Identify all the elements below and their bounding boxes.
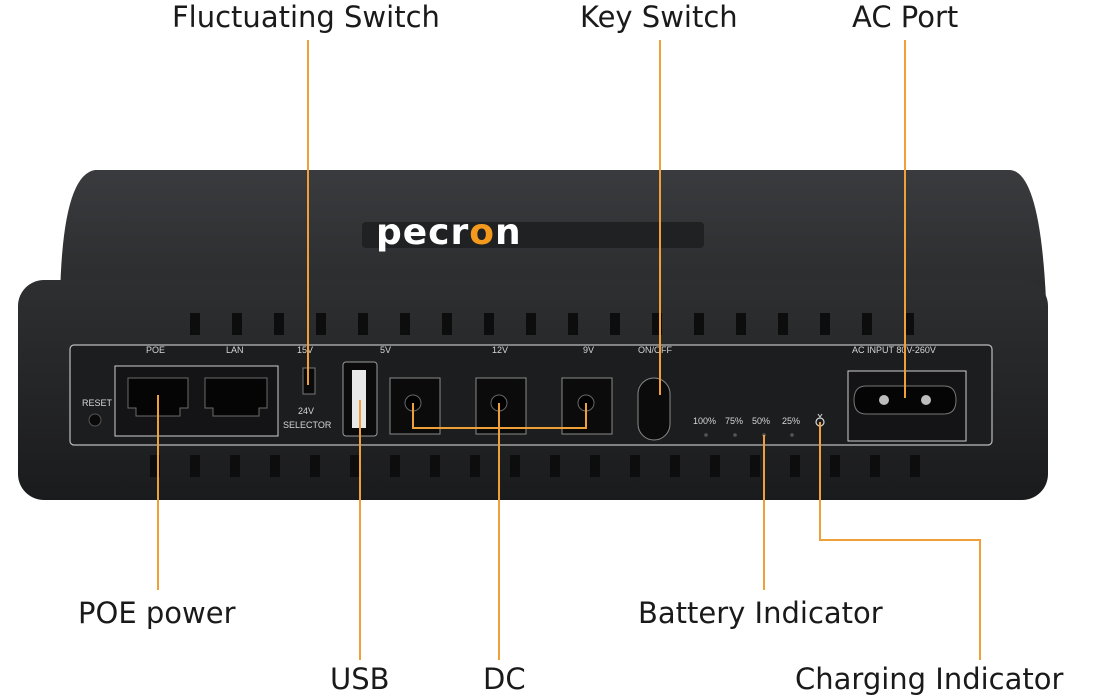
label-selector: SELECTOR (283, 420, 332, 430)
usb-port-tongue (352, 370, 366, 428)
ac-port[interactable] (853, 385, 957, 415)
lan-port[interactable] (204, 377, 268, 417)
battery-led-25 (790, 433, 794, 437)
callout-ac-port: AC Port (852, 0, 959, 34)
label-5v: 5V (380, 345, 391, 355)
ac-pin-right (921, 395, 931, 405)
label-poe: POE (146, 345, 165, 355)
brand-logo: pecron (376, 212, 522, 253)
callout-poe-power: POE power (78, 596, 236, 630)
callout-dc: DC (483, 662, 526, 696)
label-12v: 12V (492, 345, 508, 355)
callout-battery-indicator: Battery Indicator (638, 596, 883, 630)
brand-plate (362, 222, 704, 248)
battery-level-25: 25% (782, 416, 800, 426)
label-15v: 15V (297, 345, 313, 355)
reset-hole[interactable] (88, 413, 102, 427)
brand-text-left: pecr (376, 212, 469, 253)
key-switch[interactable] (637, 377, 671, 441)
bottom-vents (150, 455, 920, 477)
ac-pin-left (879, 395, 889, 405)
battery-level-50: 50% (752, 416, 770, 426)
label-ac-input: AC INPUT 80V-260V (852, 345, 936, 355)
label-lan: LAN (226, 345, 244, 355)
callout-key-switch: Key Switch (580, 0, 738, 34)
battery-level-100: 100% (693, 416, 716, 426)
port-panel (69, 344, 993, 446)
battery-level-75: 75% (725, 416, 743, 426)
top-vents (190, 313, 914, 335)
dc-port-12v[interactable] (475, 377, 527, 435)
battery-led-75 (733, 433, 737, 437)
callout-fluctuating-switch: Fluctuating Switch (172, 0, 440, 34)
brand-text-right: n (495, 212, 522, 253)
label-24v: 24V (298, 406, 314, 416)
battery-led-100 (704, 433, 708, 437)
brand-o-orange: o (469, 212, 495, 253)
callout-charging-indicator: Charging Indicator (795, 662, 1064, 696)
label-reset: RESET (82, 398, 113, 408)
label-9v: 9V (583, 345, 594, 355)
label-on-off: ON/OFF (638, 345, 672, 355)
leader-charging (819, 422, 981, 660)
callout-usb: USB (330, 662, 390, 696)
leader-lines (157, 40, 981, 660)
